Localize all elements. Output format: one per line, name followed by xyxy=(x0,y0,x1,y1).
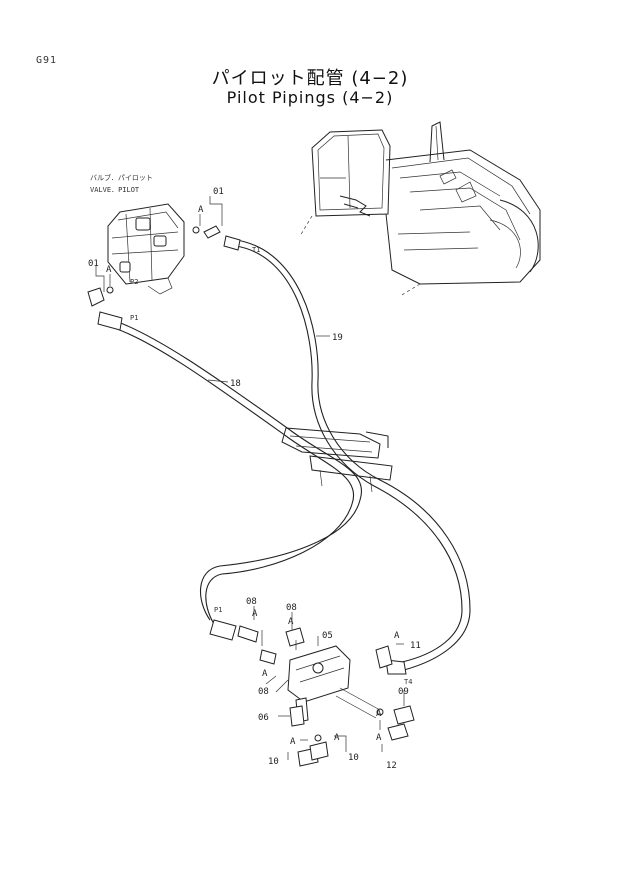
callout-18: 18 xyxy=(230,379,241,389)
callout-06: 06 xyxy=(258,713,269,723)
marker-a-top: A xyxy=(198,205,204,215)
port-label-p-lower: P1 xyxy=(214,606,222,614)
callout-19: 19 xyxy=(332,333,343,343)
marker-a-08c: A xyxy=(262,669,268,679)
hose-18 xyxy=(105,317,363,625)
elbow-fittings xyxy=(237,625,415,767)
callout-08-a: 08 xyxy=(246,597,257,607)
component-name-english: VALVE．PILOT xyxy=(90,186,140,194)
hose-19 xyxy=(235,239,471,671)
callout-10-right: 10 xyxy=(348,753,359,763)
hose-clamp-bracket xyxy=(281,427,393,493)
marker-a-10-right: A xyxy=(334,733,340,743)
marker-a-11: A xyxy=(394,631,400,641)
port-label-p-left: P2 xyxy=(130,278,138,286)
port-label-t1: T1 xyxy=(252,246,260,254)
excavator-location-illustration xyxy=(299,121,541,297)
port-label-p-upper: P1 xyxy=(130,314,138,322)
callout-11: 11 xyxy=(410,641,421,651)
marker-a-10-left: A xyxy=(290,737,296,747)
callout-09: 09 xyxy=(398,687,409,697)
callout-01-top: 01 xyxy=(213,187,224,197)
callout-01-left: 01 xyxy=(88,259,99,269)
callout-10-left: 10 xyxy=(268,757,279,767)
callout-08-c: 08 xyxy=(258,687,269,697)
port-label-t4: T4 xyxy=(404,678,412,686)
page-title-english: Pilot Pipings (4−2) xyxy=(226,88,394,107)
marker-a-08a: A xyxy=(252,609,258,619)
page-title-japanese: パイロット配管 (4−2) xyxy=(211,68,409,89)
component-name-japanese: バルブ．パイロット xyxy=(90,173,153,182)
marker-a-left: A xyxy=(106,265,112,275)
leader-lines xyxy=(95,196,405,760)
marker-a-12: A xyxy=(376,733,382,743)
callout-05: 05 xyxy=(322,631,333,641)
pilot-valve-assembly xyxy=(87,203,221,307)
marker-a-08b: A xyxy=(288,617,294,627)
marker-a-09: A xyxy=(376,709,382,719)
callout-08-b: 08 xyxy=(286,603,297,613)
page-number: G91 xyxy=(36,55,58,66)
callout-12: 12 xyxy=(386,761,397,771)
